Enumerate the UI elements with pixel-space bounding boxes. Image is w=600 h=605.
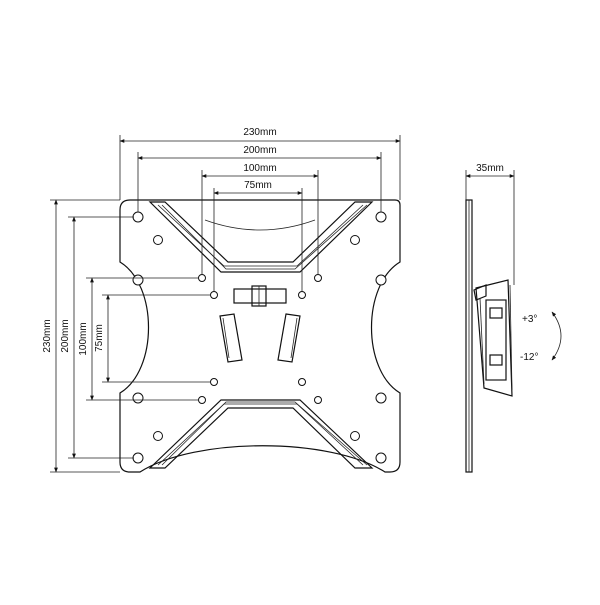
tilt-up-label: +3° [522,314,537,325]
dim-width-100: 100mm [243,163,276,174]
dim-height-200: 200mm [60,319,71,352]
plate-front-view [119,199,401,473]
dim-height-75: 75mm [94,324,105,352]
left-slot [219,313,243,363]
tilt-down-label: -12° [520,352,538,363]
tilt-arrow [551,311,562,361]
dim-height-230: 230mm [42,319,53,352]
tilt-bracket [473,279,513,397]
vertical-dimensions: 230mm 200mm 100mm 75mm [42,199,210,473]
right-slot [277,313,301,363]
dim-width-75: 75mm [244,180,272,191]
side-view: 35mm +3° -12° [465,163,562,473]
vesa-holes [132,211,387,464]
plate-outline [119,199,401,473]
lower-v-rib [148,399,374,469]
dim-height-100: 100mm [78,322,89,355]
dim-width-200: 200mm [243,145,276,156]
dim-depth-35: 35mm [476,163,504,174]
center-latch [233,288,287,304]
dim-width-230: 230mm [243,127,276,138]
horizontal-dimensions: 230mm 200mm 100mm 75mm [119,127,401,291]
upper-v-rib [148,201,374,273]
